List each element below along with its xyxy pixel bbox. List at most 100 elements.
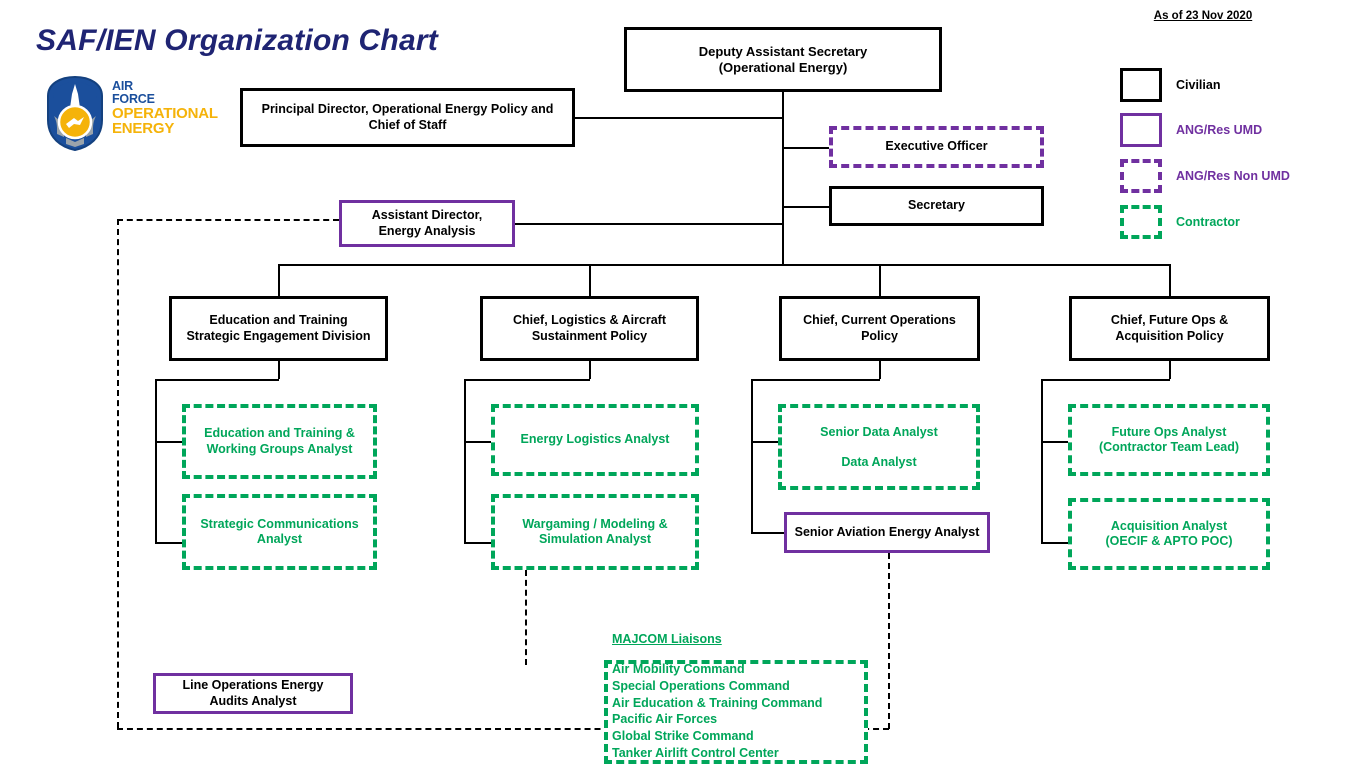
connector-edtrain-arm [155,379,279,381]
box-currops-line1: Chief, Current Operations [803,313,956,328]
connector-drop-edtrain [278,264,280,296]
box-energy-logistics-analyst[interactable]: Energy Logistics Analyst [491,404,699,476]
majcom-item: Pacific Air Forces [612,712,718,727]
box-acqanal-line2: (OECIF & APTO POC) [1105,534,1233,548]
box-senior-aviation-energy-analyst[interactable]: Senior Aviation Energy Analyst [784,512,990,553]
box-futureanal-line1: Future Ops Analyst [1111,424,1227,439]
box-stratcomm-line2: Analyst [256,532,303,546]
connector-edtrain-riser [155,379,157,542]
air-force-operational-energy-logo: AIR FORCE OPERATIONAL ENERGY [44,74,224,152]
box-education-training-division[interactable]: Education and Training Strategic Engagem… [169,296,388,361]
majcom-liaisons-title: MAJCOM Liaisons [612,632,722,646]
majcom-item: Air Education & Training Command [612,695,823,710]
connector-currops-arm [751,379,880,381]
logo-wordmark: AIR FORCE OPERATIONAL ENERGY [112,80,218,136]
box-assistant-director-energy-analysis[interactable]: Assistant Director, Energy Analysis [339,200,515,247]
connector-edtrain-to-stratcomm [155,542,185,544]
connector-drop-currops [879,264,881,296]
box-asstdir-line1: Assistant Director, [371,208,483,223]
connector-futureops-riser [1041,379,1043,542]
legend-item-ang-res-non-umd: ANG/Res Non UMD [1120,159,1290,193]
connector-logistics-arm [464,379,590,381]
box-education-training-working-groups-analyst[interactable]: Education and Training & Working Groups … [182,404,377,479]
connector-futureops-to-futureanal [1041,441,1071,443]
box-futureops-line1: Chief, Future Ops & [1110,313,1229,328]
box-senavn-line1: Senior Aviation Energy Analyst [794,524,980,539]
box-future-ops-analyst[interactable]: Future Ops Analyst (Contractor Team Lead… [1068,404,1270,476]
box-futureanal-line2: (Contractor Team Lead) [1098,440,1240,454]
legend-item-civilian: Civilian [1120,68,1220,102]
connector-division-bus [278,264,1170,266]
connector-currops-riser [751,379,753,532]
legend-swatch-ang-res-umd [1120,113,1162,147]
logo-line-force: FORCE [112,91,155,106]
connector-currops-to-senavn [751,532,784,534]
majcom-item: Tanker Airlift Control Center [612,745,779,760]
connector-das-execoff [782,147,829,149]
legend-label-ang-res-non-umd: ANG/Res Non UMD [1176,169,1290,183]
box-das-line2: (Operational Energy) [718,59,848,75]
box-wargaming-line2: Simulation Analyst [538,532,652,546]
majcom-liaisons-box[interactable] [604,660,868,764]
connector-drop-futureops [1169,264,1171,296]
connector-edtrain-to-edanalyst [155,441,185,443]
box-asstdir-line2: Energy Analysis [378,223,476,238]
connector-logistics-to-wargaming [464,542,494,544]
box-wargaming-line1: Wargaming / Modeling & [522,516,668,531]
logo-line-operational: OPERATIONAL [112,104,218,122]
box-logistics-line1: Chief, Logistics & Aircraft [512,313,667,328]
legend-swatch-civilian [1120,68,1162,102]
connector-das-secretary [782,206,829,208]
connector-asstdir-dashed-left [117,219,339,221]
box-prindir-line1: Principal Director, Operational Energy P… [261,102,554,117]
connector-drop-logistics [589,264,591,296]
box-chief-current-operations-policy[interactable]: Chief, Current Operations Policy [779,296,980,361]
box-currops-line2: Policy [861,328,898,343]
legend: As of 23 Nov 2020 Civilian ANG/Res UMD A… [1110,10,1360,239]
legend-item-contractor: Contractor [1120,205,1240,239]
connector-logistics-riser [464,379,466,542]
connector-edtrain-stem [278,361,280,379]
box-chief-logistics-aircraft-sustainment[interactable]: Chief, Logistics & Aircraft Sustainment … [480,296,699,361]
box-secretary[interactable]: Secretary [829,186,1044,226]
connector-currops-to-seniordata [751,441,781,443]
connector-futureops-arm [1041,379,1170,381]
box-line-operations-energy-audits-analyst[interactable]: Line Operations Energy Audits Analyst [153,673,353,714]
box-acqanal-line1: Acquisition Analyst [1110,518,1228,533]
connector-dashed-bottom-bus [117,728,889,730]
legend-label-ang-res-umd: ANG/Res UMD [1176,123,1263,137]
connector-futureops-to-acqanal [1041,542,1071,544]
box-execoff-line1: Executive Officer [885,139,988,154]
box-edanalyst-line2: Working Groups Analyst [206,441,353,456]
legend-label-contractor: Contractor [1176,215,1240,229]
box-executive-officer[interactable]: Executive Officer [829,126,1044,168]
box-senior-data-analyst[interactable]: Senior Data Analyst Data Analyst [778,404,980,490]
legend-swatch-contractor [1120,205,1162,239]
box-wargaming-modeling-simulation-analyst[interactable]: Wargaming / Modeling & Simulation Analys… [491,494,699,570]
box-stratcomm-line1: Strategic Communications [200,516,359,531]
connector-logistics-stem [589,361,591,379]
box-edanalyst-line1: Education and Training & [204,426,355,441]
connector-currops-stem [879,361,881,379]
box-chief-future-ops-acquisition-policy[interactable]: Chief, Future Ops & Acquisition Policy [1069,296,1270,361]
logo-line-energy: ENERGY [112,119,175,137]
as-of-date: As of 23 Nov 2020 [1153,10,1253,22]
connector-das-prindir [574,117,783,119]
box-seniordata-line2: Data Analyst [841,455,917,469]
legend-item-ang-res-umd: ANG/Res UMD [1120,113,1262,147]
legend-label-civilian: Civilian [1176,78,1221,92]
box-futureops-line2: Acquisition Policy [1115,328,1224,343]
box-deputy-assistant-secretary[interactable]: Deputy Assistant Secretary (Operational … [624,27,942,92]
box-acquisition-analyst[interactable]: Acquisition Analyst (OECIF & APTO POC) [1068,498,1270,570]
majcom-item: Special Operations Command [612,678,790,693]
box-das-line1: Deputy Assistant Secretary [698,43,868,59]
page-title: SAF/IEN Organization Chart [36,24,438,57]
box-principal-director[interactable]: Principal Director, Operational Energy P… [240,88,575,147]
logo-line-air: AIR [112,79,133,93]
box-strategic-communications-analyst[interactable]: Strategic Communications Analyst [182,494,377,570]
connector-logistics-to-energylog [464,441,494,443]
box-edtrain-line2: Strategic Engagement Division [186,328,371,343]
connector-dashed-left-riser [117,219,119,728]
box-secretary-line1: Secretary [908,198,965,213]
